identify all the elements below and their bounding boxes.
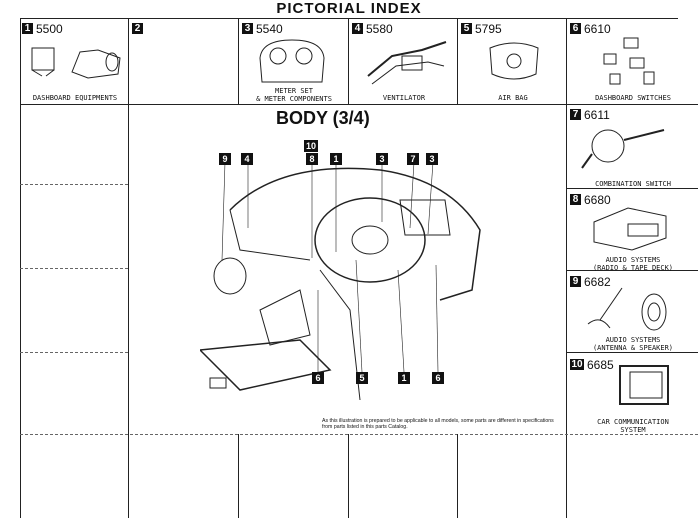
section-code: 6685 [587, 357, 614, 372]
callout-marker[interactable]: 6 [312, 372, 324, 384]
dashboard-equipment-icon [31, 47, 121, 79]
cell-caption: DASHBOARD SWITCHES [595, 94, 671, 102]
switches-icon [603, 37, 655, 85]
section-code: 6680 [584, 192, 611, 207]
callout-marker[interactable]: 9 [219, 153, 231, 165]
cell-caption: DASHBOARD EQUIPMENTS [32, 94, 118, 102]
section-code: 6610 [584, 21, 611, 36]
callout-marker[interactable]: 3 [426, 153, 438, 165]
section-number: 2 [132, 23, 143, 35]
illustration-note: As this illustration is prepared to be a… [322, 418, 554, 430]
section-code: 5500 [36, 21, 63, 36]
callout-marker[interactable]: 1 [330, 153, 342, 165]
callout-marker[interactable]: 1 [398, 372, 410, 384]
diagram-title: BODY (3/4) [276, 108, 370, 128]
callout-marker[interactable]: 7 [407, 153, 419, 165]
callout-marker[interactable]: 3 [376, 153, 388, 165]
cell-caption: VENTILATOR [382, 94, 426, 102]
section-number: 10 [570, 359, 584, 371]
cell-caption: METER SET & METER COMPONENTS [256, 87, 332, 103]
section-code: 5580 [366, 21, 393, 36]
screen-icon [619, 365, 669, 405]
index-grid [20, 18, 698, 518]
radio-icon [593, 207, 667, 251]
section-number: 8 [570, 194, 581, 206]
meter-icon [259, 39, 325, 83]
page-title: PICTORIAL INDEX [276, 0, 422, 17]
cell-caption: AIR BAG [498, 94, 528, 102]
speaker-icon [587, 287, 667, 331]
section-code: 5795 [475, 21, 502, 36]
section-number: 6 [570, 23, 581, 35]
section-number: 9 [570, 276, 581, 288]
callout-marker[interactable]: 6 [432, 372, 444, 384]
callout-marker[interactable]: 8 [306, 153, 318, 165]
section-number: 4 [352, 23, 363, 35]
callout-marker[interactable]: 10 [304, 140, 318, 152]
airbag-icon [489, 42, 539, 80]
combination-switch-icon [581, 129, 665, 169]
section-code: 6611 [584, 107, 610, 122]
callout-marker[interactable]: 5 [356, 372, 368, 384]
index-cell-2[interactable]: 2 [132, 20, 143, 38]
callout-marker[interactable]: 4 [241, 153, 253, 165]
dashboard-diagram [200, 156, 481, 401]
ventilator-icon [367, 41, 447, 85]
section-number: 7 [570, 109, 581, 121]
section-number: 3 [242, 23, 253, 35]
section-code: 5540 [256, 21, 283, 36]
cell-caption: COMBINATION SWITCH [595, 180, 671, 188]
section-code: 6682 [584, 274, 611, 289]
cell-caption: AUDIO SYSTEMS (RADIO & TAPE DECK) [592, 256, 674, 272]
cell-caption: CAR COMMUNICATION SYSTEM [597, 418, 669, 434]
section-number: 5 [461, 23, 472, 35]
section-number: 1 [22, 23, 33, 35]
cell-caption: AUDIO SYSTEMS (ANTENNA & SPEAKER) [592, 336, 674, 352]
